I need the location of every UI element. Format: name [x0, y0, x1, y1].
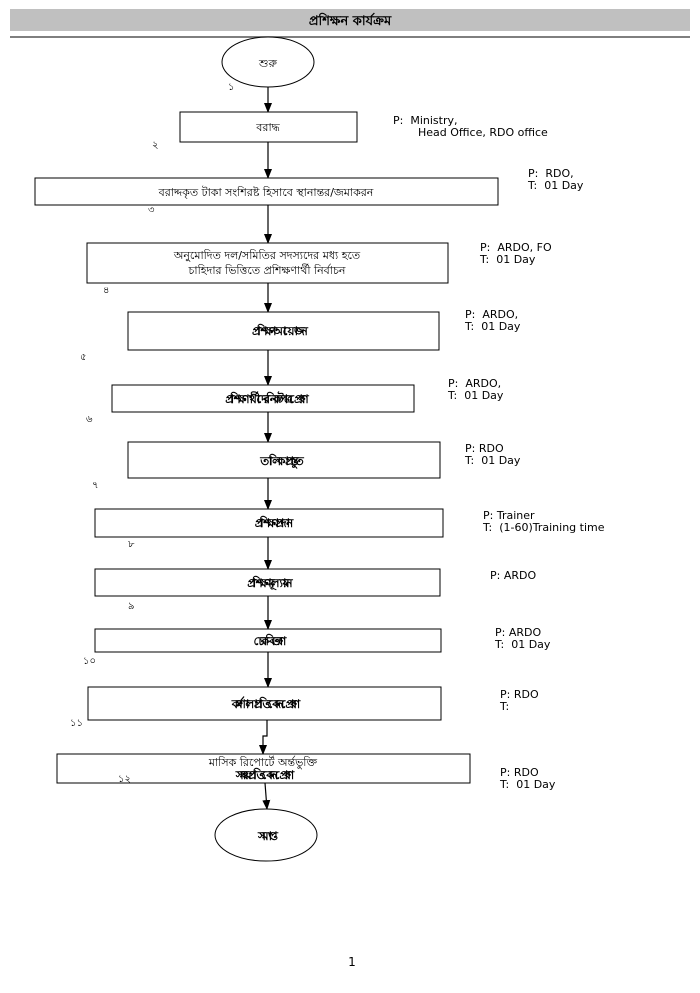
responsibility-note: P: ARDO: [495, 626, 541, 639]
process-label: চাহিদার ভিত্তিতে প্রশিক্ষণার্থী নির্বাচন: [187, 264, 345, 277]
process-label: প্রশিক্ষণ আয়োজন: [252, 323, 309, 338]
page-title: প্রশিক্ষন কার্যক্রম: [309, 12, 392, 29]
step-number: ৩: [148, 205, 155, 216]
step-number: ৫: [80, 352, 87, 363]
header-bar: [10, 9, 690, 31]
responsibility-note: T: 01 Day: [447, 389, 504, 402]
flow-arrow: [259, 720, 268, 755]
responsibility-note: P: RDO: [500, 688, 539, 701]
step-number: ২: [152, 140, 159, 151]
end-node: [214, 808, 318, 862]
responsibility-note: P: ARDO,: [465, 308, 518, 321]
process-box: [111, 384, 415, 413]
responsibility-note: Head Office, RDO office: [418, 126, 548, 139]
step-number: ১: [228, 82, 235, 93]
responsibility-note: T: 01 Day: [464, 454, 521, 467]
responsibility-note: T: 01 Day: [464, 320, 521, 333]
step-number: ৭: [92, 480, 99, 491]
responsibility-note: T: 01 Day: [499, 778, 556, 791]
step-number: ১০: [83, 656, 96, 667]
process-label: বরাদ্ধ: [255, 121, 280, 134]
process-box: [34, 177, 499, 206]
page-number: 1: [348, 955, 356, 969]
process-label: প্রশিক্ষণ প্রদান: [255, 515, 294, 530]
responsibility-note: P: RDO: [465, 442, 504, 455]
responsibility-note: P: ARDO, FO: [480, 241, 552, 254]
process-box: [127, 441, 441, 479]
process-box: [94, 568, 441, 597]
process-label: তালিকা প্রস্তুত: [259, 453, 304, 470]
responsibility-note: P: Trainer: [483, 509, 535, 522]
process-box: [94, 508, 444, 538]
flow-arrow: [262, 782, 271, 810]
step-number: ১২: [118, 774, 131, 785]
process-box: [56, 753, 471, 784]
step-number: ৯: [128, 601, 135, 612]
process-box: [179, 111, 358, 143]
process-label: প্রশিক্ষণ মূল্যায়ন: [247, 575, 293, 592]
responsibility-note: T: 01 Day: [479, 253, 536, 266]
responsibility-note: P: ARDO,: [448, 377, 501, 390]
start-label: শুরু: [258, 57, 277, 70]
responsibility-note: P: RDO: [500, 766, 539, 779]
step-number: ৪: [103, 285, 110, 296]
process-box: [127, 311, 440, 351]
responsibility-note: T: 01 Day: [527, 179, 584, 192]
responsibility-note: P: RDO,: [528, 167, 574, 180]
step-number: ৬: [86, 414, 93, 425]
process-label: প্রশিক্ষণার্থীদের নিকট পত্র প্রেরণ: [225, 391, 309, 406]
process-label: কর্মশালা প্রতিবেদন প্রেরণ: [231, 696, 301, 711]
process-label: বরাদ্দকৃত টাকা সংশিরষ্ট হিসাবে স্থানান্ত…: [158, 186, 374, 199]
responsibility-note: T:: [499, 700, 509, 713]
step-number: ১১: [70, 718, 83, 729]
process-label: সমন্বয় প্রতিবেদন প্রেরণ: [235, 767, 295, 782]
responsibility-note: T: (1-60)Training time: [482, 521, 605, 534]
process-box: [87, 686, 442, 721]
responsibility-note: P: Ministry,: [393, 114, 457, 127]
process-box: [86, 242, 449, 284]
responsibility-note: T: 01 Day: [494, 638, 551, 651]
process-label: অনুমোদিত দল/সমিতির সদস্যদের মধ্য হতে: [173, 249, 361, 262]
responsibility-note: P: ARDO: [490, 569, 536, 582]
process-label: মাসিক রিপোর্টে অর্ন্তভুক্তি: [208, 756, 318, 769]
process-label: চেক বিতরণ: [254, 633, 288, 648]
step-number: ৮: [128, 539, 135, 550]
